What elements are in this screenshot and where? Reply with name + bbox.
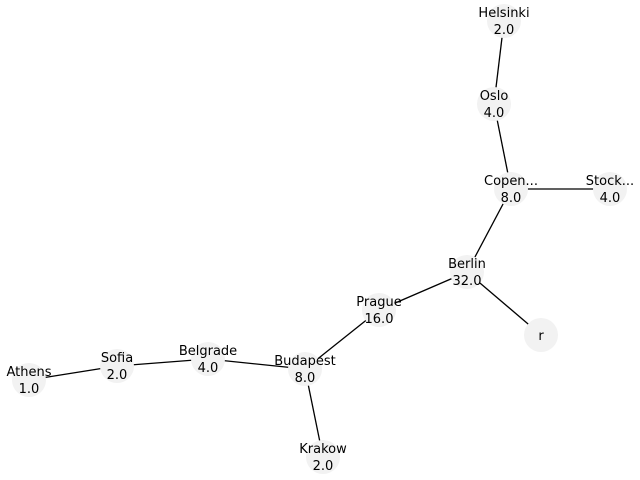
node-value-belgrade: 4.0 bbox=[198, 361, 219, 376]
node-label-athens: Athens bbox=[6, 365, 51, 380]
node-helsinki: Helsinki 2.0 bbox=[478, 4, 530, 38]
node-label-berlin: Berlin bbox=[448, 257, 486, 272]
node-krakow: Krakow 2.0 bbox=[299, 440, 347, 474]
node-value-stockholm: 4.0 bbox=[600, 191, 621, 206]
node-label-budapest: Budapest bbox=[274, 354, 336, 369]
node-circle-prague bbox=[362, 293, 396, 327]
node-value-copenhagen: 8.0 bbox=[501, 191, 522, 206]
node-circle-belgrade bbox=[191, 342, 225, 376]
node-circle-budapest bbox=[288, 352, 322, 386]
node-label-prague: Prague bbox=[356, 295, 401, 310]
node-label-oslo: Oslo bbox=[480, 89, 509, 104]
node-circle-helsinki bbox=[487, 4, 521, 38]
node-value-budapest: 8.0 bbox=[295, 371, 316, 386]
node-label-r: r bbox=[538, 329, 544, 344]
node-label-copenhagen: Copen... bbox=[484, 174, 538, 189]
node-circle-copenhagen bbox=[494, 172, 528, 206]
node-value-berlin: 32.0 bbox=[453, 274, 482, 289]
node-value-prague: 16.0 bbox=[365, 312, 394, 327]
node-belgrade: Belgrade 4.0 bbox=[179, 342, 237, 376]
node-label-stockholm: Stock... bbox=[586, 174, 634, 189]
node-label-belgrade: Belgrade bbox=[179, 344, 237, 359]
node-circle-berlin bbox=[450, 255, 484, 289]
node-athens: Athens 1.0 bbox=[6, 363, 52, 397]
node-circle-oslo bbox=[477, 87, 511, 121]
node-circle-stockholm bbox=[593, 172, 627, 206]
node-value-sofia: 2.0 bbox=[107, 368, 128, 383]
node-prague: Prague 16.0 bbox=[356, 293, 402, 327]
node-budapest: Budapest 8.0 bbox=[274, 352, 336, 386]
node-oslo: Oslo 4.0 bbox=[477, 87, 511, 121]
node-value-athens: 1.0 bbox=[19, 382, 40, 397]
node-circle-krakow bbox=[306, 440, 340, 474]
node-circle-r bbox=[524, 318, 558, 352]
node-label-sofia: Sofia bbox=[101, 351, 133, 366]
node-r: r bbox=[524, 318, 558, 352]
node-label-helsinki: Helsinki bbox=[478, 6, 529, 21]
node-label-krakow: Krakow bbox=[299, 442, 347, 457]
node-circle-sofia bbox=[100, 349, 134, 383]
nodes-layer: Helsinki2.0Oslo4.0Copen...8.0Stock...4.0… bbox=[6, 4, 634, 474]
node-value-oslo: 4.0 bbox=[484, 106, 505, 121]
node-circle-athens bbox=[12, 363, 46, 397]
node-value-krakow: 2.0 bbox=[313, 459, 334, 474]
node-stockholm: Stock... 4.0 bbox=[586, 172, 634, 206]
node-copenhagen: Copen... 8.0 bbox=[484, 172, 538, 206]
edges-layer bbox=[28, 20, 610, 458]
node-berlin: Berlin 32.0 bbox=[448, 255, 486, 289]
node-sofia: Sofia 2.0 bbox=[100, 349, 134, 383]
node-value-helsinki: 2.0 bbox=[494, 23, 515, 38]
